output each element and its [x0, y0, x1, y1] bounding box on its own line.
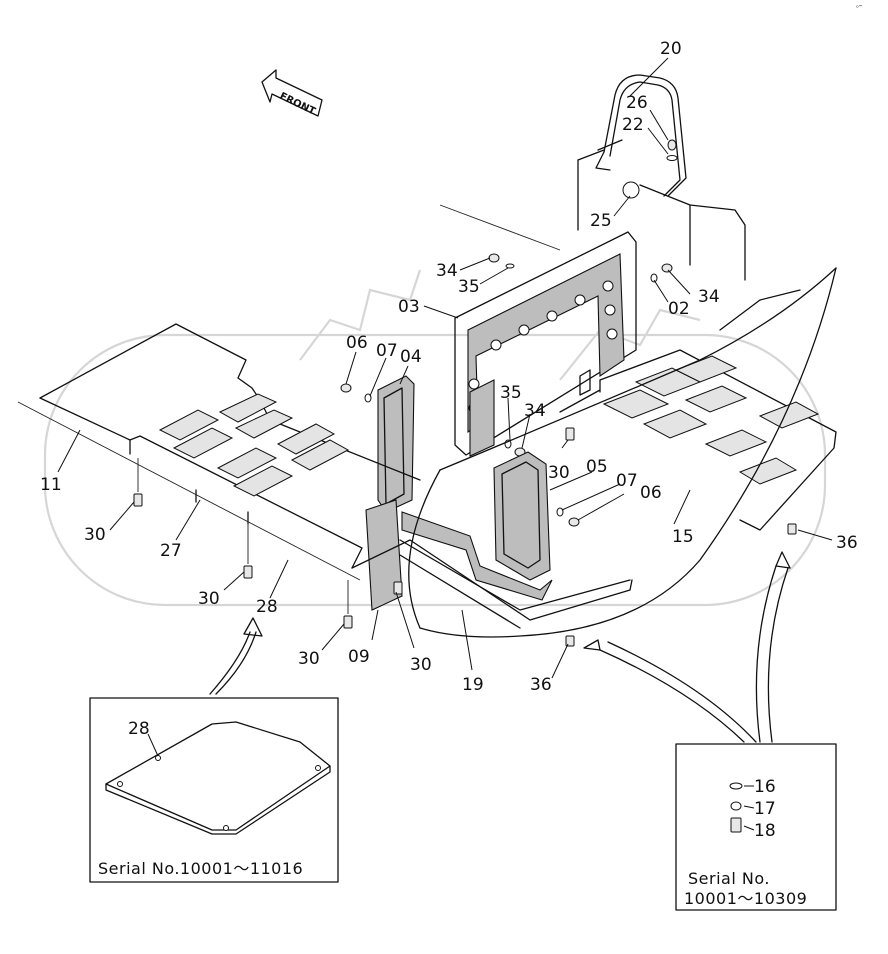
label-05: 05	[586, 457, 608, 477]
label-11: 11	[40, 475, 62, 495]
floor-slots-left	[158, 393, 350, 497]
label-18: 18	[754, 821, 776, 841]
floor-slots-right	[602, 355, 820, 485]
label-36a: 36	[836, 533, 858, 553]
label-28a: 28	[256, 597, 278, 617]
inset-left: 28 Serial No.10001～11016	[89, 697, 339, 883]
serial-right-1: Serial No.	[688, 869, 770, 888]
cab-console	[439, 149, 801, 331]
floor-outline	[408, 267, 837, 638]
label-30b: 30	[198, 589, 220, 609]
label-35b: 35	[500, 383, 522, 403]
label-09: 09	[348, 647, 370, 667]
bracket-right	[493, 451, 580, 581]
serial-right-2: 10001～10309	[684, 889, 807, 908]
label-04: 04	[400, 347, 422, 367]
back-panel	[454, 231, 637, 457]
floor-frame	[351, 499, 633, 629]
label-36b: 36	[530, 675, 552, 695]
label-30e: 30	[548, 463, 570, 483]
leaders	[57, 57, 833, 679]
label-30a: 30	[84, 525, 106, 545]
label-06b: 06	[640, 483, 662, 503]
label-35a: 35	[458, 277, 480, 297]
floor-plate-left	[17, 323, 421, 581]
label-07a: 07	[376, 341, 398, 361]
label-02: 02	[668, 299, 690, 319]
label-20: 20	[660, 39, 682, 59]
inset-arrows	[209, 551, 791, 743]
floor-plate-right	[559, 349, 837, 531]
inset-right: 16 17 18 Serial No. 10001～10309	[675, 743, 837, 911]
label-27: 27	[160, 541, 182, 561]
corner-mark: ᵒ‴	[856, 4, 863, 12]
label-26: 26	[626, 93, 648, 113]
label-07b: 07	[616, 471, 638, 491]
label-22: 22	[622, 115, 644, 135]
label-03: 03	[398, 297, 420, 317]
watermark	[43, 269, 827, 607]
label-16: 16	[754, 777, 776, 797]
front-arrow: FRONT	[261, 69, 323, 118]
label-17: 17	[754, 799, 776, 819]
label-06a: 06	[346, 333, 368, 353]
label-34a: 34	[436, 261, 458, 281]
label-19: 19	[462, 675, 484, 695]
label-25: 25	[590, 211, 612, 231]
label-15: 15	[672, 527, 694, 547]
panel-bolts	[488, 253, 673, 457]
label-30c: 30	[298, 649, 320, 669]
part-labels: 20 26 22 25 34 35 34 02 03 06 07 04 35 3…	[40, 39, 858, 695]
label-34b: 34	[698, 287, 720, 307]
handrail	[595, 74, 687, 199]
label-28b: 28	[128, 719, 150, 739]
fixing-bolts	[133, 427, 797, 647]
label-30d: 30	[410, 655, 432, 675]
bracket-left	[340, 375, 415, 513]
label-34c: 34	[524, 401, 546, 421]
serial-left: Serial No.10001～11016	[98, 859, 303, 878]
